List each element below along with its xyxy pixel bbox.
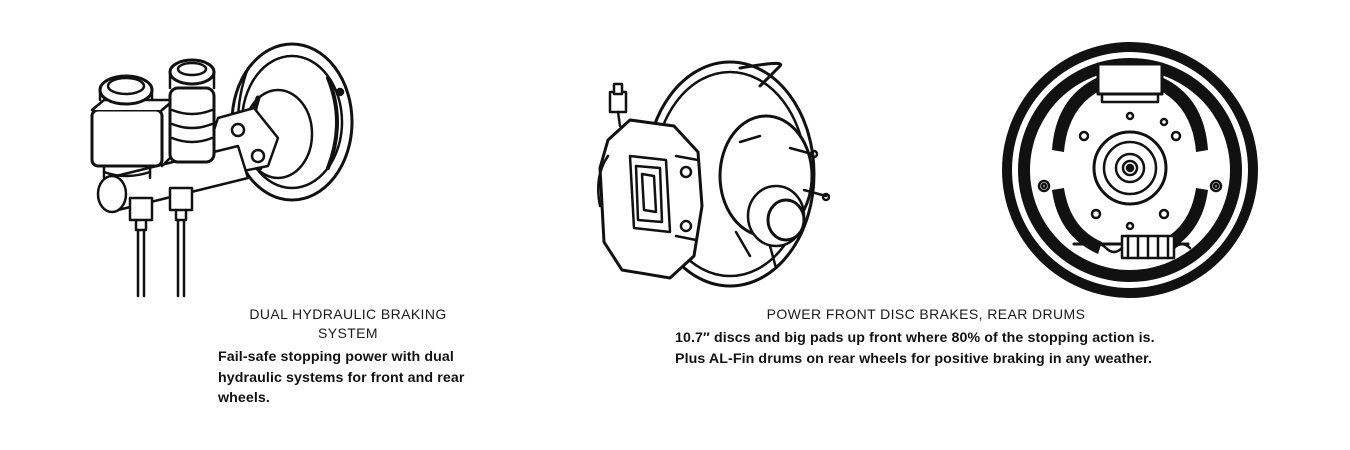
master-cylinder-illustration (78, 38, 368, 306)
disc-drum-description: 10.7″ discs and big pads up front where … (675, 330, 1155, 367)
disc-brake-illustration (590, 56, 830, 288)
dual-hydraulic-description: Fail-safe stopping power with dual hydra… (218, 349, 465, 406)
drum-brake-illustration (998, 40, 1262, 302)
disc-drum-title: POWER FRONT DISC BRAKES, REAR DRUMS (766, 306, 1086, 322)
disc-drum-caption: POWER FRONT DISC BRAKES, REAR DRUMS 10.7… (675, 305, 1195, 369)
dual-hydraulic-caption: DUAL HYDRAULIC BRAKING SYSTEM Fail-safe … (218, 305, 478, 409)
dual-hydraulic-title: DUAL HYDRAULIC BRAKING SYSTEM (249, 306, 447, 341)
